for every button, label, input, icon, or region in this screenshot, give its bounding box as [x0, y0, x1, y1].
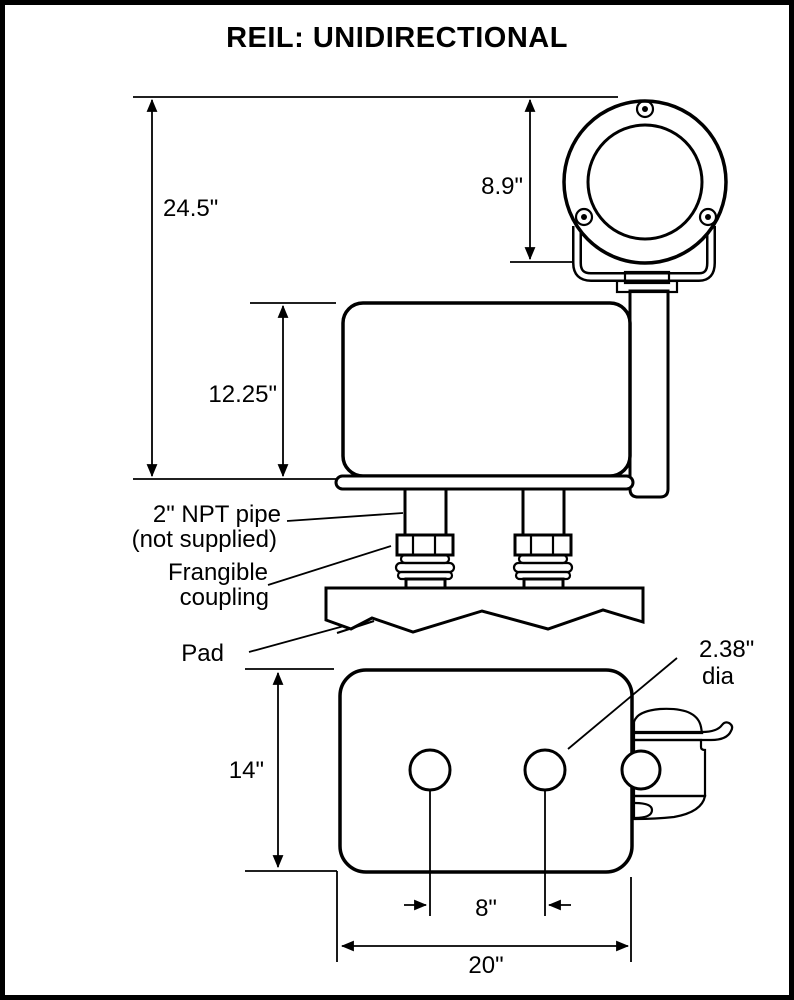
- frangible-label-line1: Frangible: [168, 559, 268, 586]
- box-height-label: 12.25": [208, 381, 277, 408]
- bolt-ring: [635, 99, 655, 119]
- plan-body: [338, 668, 634, 874]
- bolt-center: [705, 214, 711, 220]
- npt-pipe-leader-line: [286, 512, 404, 522]
- side-view: 24.5" 8.9" 12.25" 2" NPT pipe (not suppl…: [132, 96, 728, 667]
- bolt-ring: [698, 207, 718, 227]
- plan-view-dimensions: [245, 657, 678, 962]
- profile-plate: [632, 721, 734, 742]
- frangible-label-line2: coupling: [180, 584, 269, 611]
- hole-diameter-label-line2: dia: [702, 663, 735, 690]
- light-height-label: 8.9": [481, 173, 523, 200]
- light-head-lens: [586, 123, 704, 241]
- rim-bolt-lower-right: [698, 207, 718, 227]
- npt-pipe-label-line2: (not supplied): [132, 526, 277, 553]
- light-support-conduit: [628, 289, 670, 499]
- pad-break-line: [336, 619, 375, 635]
- plan-view: 14" 8" 20" 2.38" dia: [229, 636, 754, 979]
- power-supply-box: [341, 301, 632, 478]
- base-flange: [334, 474, 635, 491]
- pad-label: Pad: [181, 640, 224, 667]
- npt-pipe-label-line1: 2" NPT pipe: [153, 501, 281, 528]
- hole-diameter-leader-line: [567, 657, 678, 750]
- profile-body-block: [632, 738, 707, 798]
- rim-bolt-lower-left: [574, 207, 594, 227]
- plan-light-profile: [620, 707, 734, 821]
- pipe-upper: [403, 487, 448, 539]
- profile-hole: [620, 749, 662, 791]
- yoke-inner: [574, 226, 714, 280]
- light-head: [562, 99, 728, 265]
- profile-skirt: [632, 794, 707, 821]
- light-yoke-bracket: [572, 226, 716, 294]
- bolt-ring: [574, 207, 594, 227]
- reil-technical-drawing: REIL: UNIDIRECTIONAL: [132, 22, 755, 979]
- yoke-mount-plate-lower: [615, 279, 679, 294]
- pipe-upper: [521, 487, 566, 539]
- mounting-pad: [324, 586, 645, 635]
- npt-pipe-right: [512, 487, 574, 593]
- pad-outline: [324, 586, 645, 634]
- hole-diameter-label-line1: 2.38": [699, 636, 754, 663]
- overall-height-label: 24.5": [163, 195, 218, 222]
- frangible-coupling-hex: [513, 533, 573, 557]
- drawing-title: REIL: UNIDIRECTIONAL: [226, 22, 568, 54]
- profile-notch: [633, 801, 654, 820]
- coupling-bellows-ring: [394, 561, 456, 574]
- depth-label: 14": [229, 757, 264, 784]
- width-label: 20": [468, 952, 503, 979]
- mounting-hole-left: [408, 748, 452, 792]
- npt-pipe-left: [394, 487, 456, 593]
- rim-bolt-top: [635, 99, 655, 119]
- side-view-dimensions: [133, 96, 618, 480]
- bolt-center: [581, 214, 587, 220]
- profile-dome: [632, 707, 704, 735]
- bolt-center: [642, 106, 648, 112]
- frangible-coupling-hex: [395, 533, 455, 557]
- frangible-leader-line: [267, 545, 392, 586]
- coupling-bellows-ring: [512, 561, 574, 574]
- mounting-hole-right: [523, 748, 567, 792]
- yoke-mount-plate-upper: [623, 270, 671, 285]
- hole-spacing-label: 8": [475, 895, 497, 922]
